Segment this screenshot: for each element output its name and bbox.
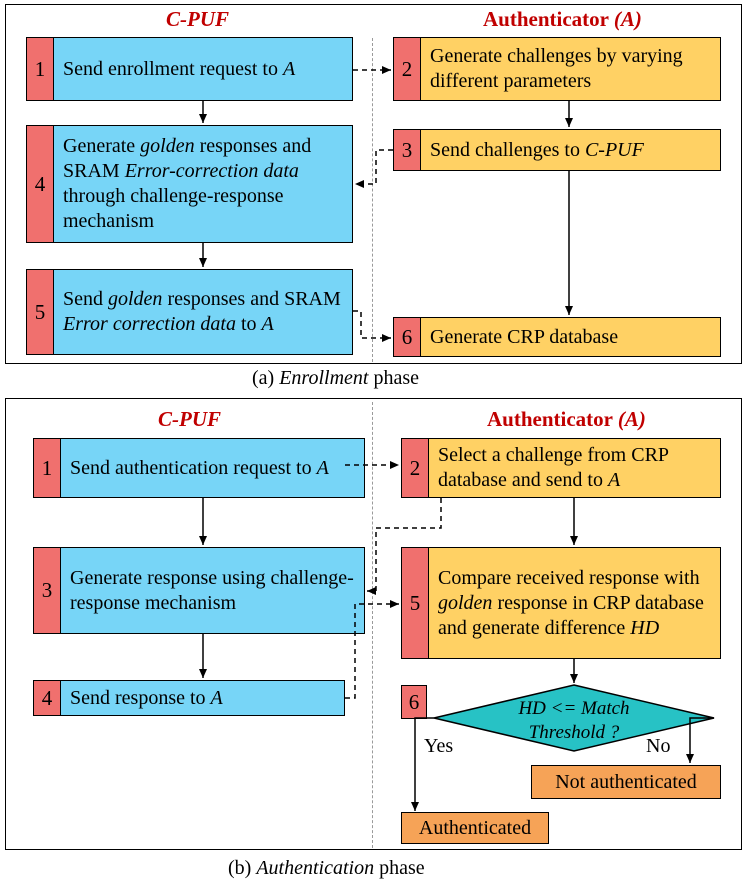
step-text: Send enrollment request to A xyxy=(63,57,296,80)
step-text: Send authentication request to A xyxy=(70,456,329,479)
authentication-cpuf-title: C-PUF xyxy=(158,407,221,431)
step-number: 2 xyxy=(394,38,421,100)
enrollment-cpuf-title: C-PUF xyxy=(166,7,229,31)
step-number: 3 xyxy=(34,548,61,633)
yes-label: Yes xyxy=(424,735,454,757)
step-text: Select a challenge from CRP database and… xyxy=(438,444,669,491)
step-text: Send response to A xyxy=(70,686,223,709)
arrow-yes xyxy=(411,717,434,811)
step-number: 6 xyxy=(394,318,421,356)
step-number: 2 xyxy=(402,439,429,497)
step-text: Send golden responses and SRAM Error cor… xyxy=(63,288,341,335)
auth-step-1: 1 Send authentication request to A xyxy=(33,438,365,498)
step-number: 4 xyxy=(27,126,54,242)
enrollment-authenticator-title: Authenticator (A) xyxy=(483,7,642,31)
enroll-step-6: 6 Generate CRP database xyxy=(393,317,721,357)
step-number: 5 xyxy=(402,548,429,658)
enroll-step-3: 3 Send challenges to C-PUF xyxy=(393,129,721,171)
auth-step-3: 3 Generate response using challenge-resp… xyxy=(33,547,365,634)
authentication-divider xyxy=(372,402,373,848)
step-number: 3 xyxy=(394,130,421,170)
decision-diamond xyxy=(433,684,715,752)
no-label: No xyxy=(646,735,671,757)
step-text: Generate CRP database xyxy=(430,325,619,348)
step-number: 1 xyxy=(27,38,54,100)
authentication-authenticator-title: Authenticator (A) xyxy=(487,407,646,431)
step-number: 1 xyxy=(34,439,61,497)
not-authenticated-box: Not authenticated xyxy=(531,765,721,799)
enroll-step-4: 4 Generate golden responses and SRAM Err… xyxy=(26,125,353,243)
auth-step-2: 2 Select a challenge from CRP database a… xyxy=(401,438,721,498)
step-text: Compare received response with golden re… xyxy=(438,566,704,639)
authentication-caption: (b) Authentication phase xyxy=(228,857,425,879)
arrow-no xyxy=(686,717,714,763)
authenticated-box: Authenticated xyxy=(401,812,549,844)
step-text: Generate response using challenge-respon… xyxy=(70,566,354,614)
step-number: 4 xyxy=(34,681,61,715)
arrow-e3-e4 xyxy=(355,149,393,188)
auth-step-6-number: 6 xyxy=(401,685,427,719)
arrow-a4-a5 xyxy=(345,600,399,699)
enroll-step-1: 1 Send enrollment request to A xyxy=(26,37,353,101)
enrollment-caption: (a) Enrollment phase xyxy=(252,367,419,389)
step-text: Send challenges to C-PUF xyxy=(430,138,644,161)
step-text: Generate challenges by varying different… xyxy=(430,45,683,92)
authentication-panel xyxy=(5,398,742,850)
arrow-a2-a3 xyxy=(367,498,442,595)
enrollment-divider xyxy=(372,38,373,362)
decision-text: HD <= Match Threshold ? xyxy=(518,698,630,743)
auth-step-5: 5 Compare received response with golden … xyxy=(401,547,721,659)
enroll-step-5: 5 Send golden responses and SRAM Error c… xyxy=(26,269,353,355)
arrow-e5-e6 xyxy=(353,310,391,342)
step-number: 5 xyxy=(27,270,54,354)
enroll-step-2: 2 Generate challenges by varying differe… xyxy=(393,37,721,101)
auth-step-4: 4 Send response to A xyxy=(33,680,345,716)
step-text: Generate golden responses and SRAM Error… xyxy=(63,135,312,232)
enrollment-panel xyxy=(5,4,742,364)
